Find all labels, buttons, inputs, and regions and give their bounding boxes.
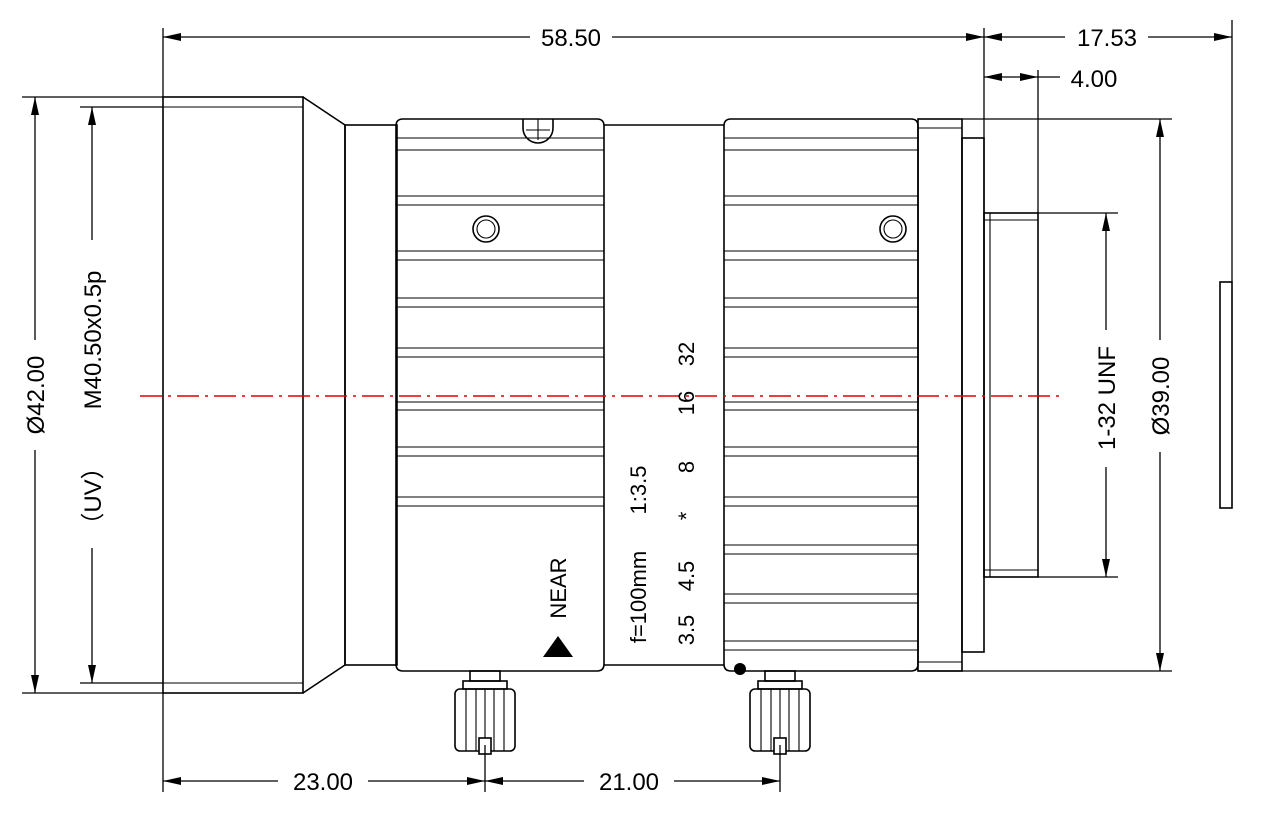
dim-rear-diameter: Ø39.00 [918, 118, 1175, 672]
dim-filter-thread: M40.50x0.5p （UV） [80, 106, 163, 684]
distance-scale-0: 3.5 [674, 615, 699, 646]
iris-ring-screw-icon [879, 215, 907, 243]
top-index-screw-icon [522, 119, 554, 144]
front-diameter-label: Ø42.00 [23, 356, 50, 435]
distance-scale-2: * [674, 511, 699, 520]
focus-ring-screw-icon [472, 215, 500, 243]
barrel-markings: NEAR f=100mm 1:3.5 3.5 4.5 * 8 16 32 [543, 342, 699, 657]
thread-length-label: 4.00 [1071, 66, 1118, 93]
distance-scale-5: 32 [674, 342, 699, 366]
rear-housing [917, 118, 1039, 672]
dim-thread-length: 4.00 [984, 66, 1117, 213]
filter-note-label: （UV） [80, 455, 107, 536]
dim-front-diameter: Ø42.00 [22, 96, 163, 694]
focal-length-label: f=100mm [626, 551, 651, 643]
front-to-screw-label: 23.00 [293, 769, 353, 796]
mount-thread-label: 1-32 UNF [1094, 346, 1121, 450]
dim-flange-back: 17.53 [984, 20, 1233, 282]
dim-screw-positions: 23.00 21.00 [162, 693, 781, 796]
intermediate-ring [344, 124, 398, 666]
distance-scale-3: 8 [674, 461, 699, 473]
rear-diameter-label: Ø39.00 [1148, 357, 1175, 436]
flange-back-label: 17.53 [1077, 25, 1137, 52]
focus-near-label: NEAR [546, 557, 571, 618]
front-barrel [162, 96, 346, 694]
index-dot-icon [734, 663, 746, 675]
distance-scale-1: 4.5 [674, 561, 699, 592]
focus-lock-screw [454, 670, 516, 755]
sensor-plane [1219, 281, 1233, 509]
overall-length-label: 58.50 [541, 25, 601, 52]
aperture-ratio-label: 1:3.5 [626, 466, 651, 515]
screw-spacing-label: 21.00 [599, 769, 659, 796]
near-marker-triangle-icon [543, 636, 573, 657]
focus-ring [395, 118, 605, 672]
iris-ring [723, 118, 919, 675]
filter-thread-label: M40.50x0.5p [80, 271, 107, 410]
dim-overall-length: 58.50 [162, 25, 985, 213]
scale-band [604, 124, 724, 666]
dim-mount-thread: 1-32 UNF [1038, 212, 1121, 578]
distance-scale-4: 16 [674, 391, 699, 415]
iris-lock-screw [749, 670, 811, 755]
